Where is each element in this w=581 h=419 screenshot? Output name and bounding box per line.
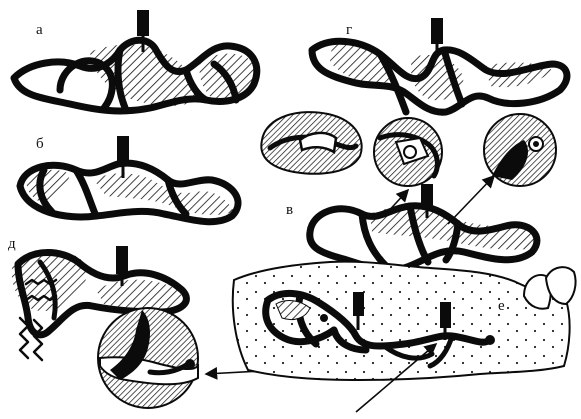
panel-e-jaw-bone	[233, 262, 570, 380]
panel-d-inset	[98, 308, 198, 408]
panel-e-label: е	[498, 298, 505, 314]
panel-v-label: в	[286, 202, 293, 218]
panel-b-hatched-tissue-left	[27, 170, 70, 202]
panel-v: в	[261, 112, 556, 270]
panel-a: а	[14, 10, 258, 111]
panel-b-label: б	[36, 136, 44, 152]
panel-g-label: г	[346, 22, 352, 38]
panel-g: г	[312, 18, 567, 112]
panel-v-inset-1	[261, 112, 361, 174]
panel-e-crowns	[524, 267, 576, 308]
panel-b: б	[20, 136, 238, 222]
panel-v-inset-3	[484, 114, 556, 186]
panel-e: е	[233, 262, 576, 412]
panel-b-probe	[117, 136, 129, 178]
panel-v-inset-2	[374, 118, 442, 186]
panel-a-hatched-tissue	[90, 45, 197, 106]
panel-d-label: д	[8, 236, 16, 252]
panel-v-arrow-2	[448, 176, 494, 224]
panel-a-label: а	[36, 22, 43, 38]
